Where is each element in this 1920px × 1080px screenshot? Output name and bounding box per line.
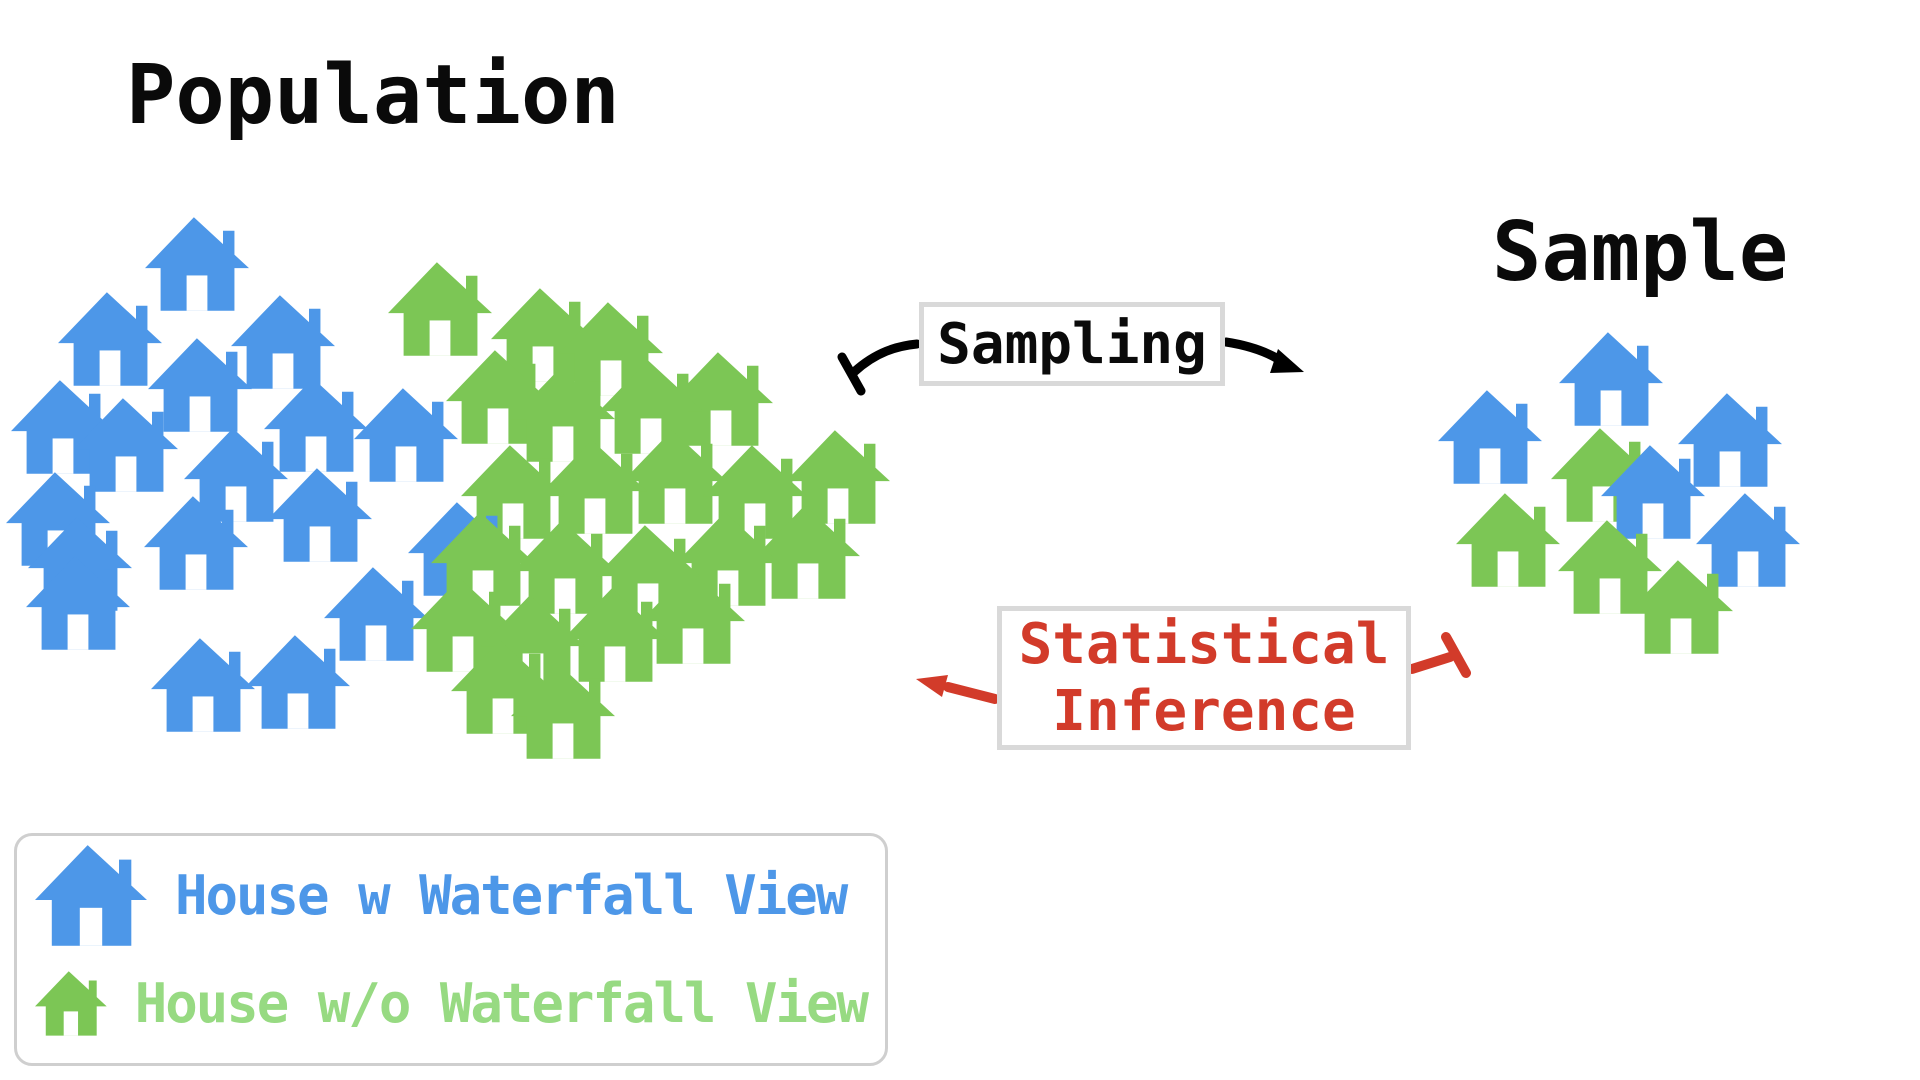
house-with-view-icon (324, 567, 428, 661)
sampling-arrowhead (1270, 349, 1304, 373)
house-with-view-icon (1696, 493, 1800, 587)
inference-label-line2: Inference (1052, 679, 1356, 744)
sample-title: Sample (1492, 205, 1789, 300)
sampling-label-box: Sampling (919, 302, 1225, 386)
house-with-view-icon (58, 292, 162, 386)
sampling-arrow (837, 337, 1304, 396)
house-with-view-icon (148, 338, 252, 432)
house-with-view-icon (1438, 390, 1542, 484)
house-with-view-icon (1559, 332, 1663, 426)
sample-houses (1438, 332, 1800, 654)
legend: House w Waterfall View House w/o Waterfa… (14, 833, 888, 1066)
legend-label-blue: House w Waterfall View (175, 864, 848, 928)
inference-arrow-left-line (943, 682, 1000, 704)
statistical-inference-label-box: Statistical Inference (997, 606, 1411, 750)
inference-arrowhead (916, 675, 948, 697)
house-with-view-icon (246, 635, 350, 729)
house-with-view-icon (151, 638, 255, 732)
legend-row-blue: House w Waterfall View (35, 845, 867, 946)
house-without-view-icon (388, 262, 492, 356)
house-with-view-icon (231, 295, 335, 389)
house-with-view-icon (26, 556, 130, 650)
house-without-view-icon (1456, 493, 1560, 587)
house-with-view-icon (1678, 393, 1782, 487)
inference-label-line1: Statistical (1018, 611, 1390, 677)
house-with-view-icon (268, 468, 372, 562)
house-with-view-icon (35, 845, 147, 946)
sampling-label: Sampling (937, 311, 1207, 377)
legend-row-green: House w/o Waterfall View (35, 953, 869, 1054)
house-with-view-icon (354, 388, 458, 482)
inference-arrow-right-line (1407, 652, 1455, 674)
house-with-view-icon (145, 217, 249, 311)
house-with-view-icon (264, 378, 368, 472)
legend-label-green: House w/o Waterfall View (134, 971, 869, 1035)
population-houses (6, 217, 890, 759)
inference-arrow-tail-bar (1441, 632, 1471, 678)
inference-arrow (916, 632, 1471, 704)
sampling-arrow-left-line (849, 339, 922, 377)
population-title: Population (126, 48, 620, 143)
house-without-view-icon (35, 953, 107, 1054)
house-with-view-icon (144, 496, 248, 590)
